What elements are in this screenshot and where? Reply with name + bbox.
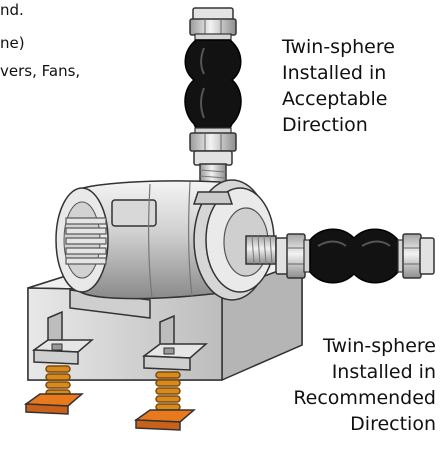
cropped-text-line-1: nd. [0,1,24,19]
acceptable-label-line-1: Twin-sphere [282,36,395,58]
left-mounting-bracket [31,310,95,365]
vertical-twin-sphere-connector [184,7,242,195]
vertical-rubber-sphere [184,39,242,129]
horizontal-twin-sphere-connector [275,228,435,284]
left-spring-isolator [23,365,85,415]
acceptable-label-line-3: Acceptable [282,88,388,110]
left-hex-nut [275,233,311,279]
pump-volute [192,179,277,301]
recommended-label-line-4: Direction [350,413,436,435]
recommended-label-line-1: Twin-sphere [323,335,436,357]
recommended-direction-label: Twin-sphere Installed in Recommended Dir… [293,333,436,437]
right-hex-nut [397,233,435,279]
bottom-hex-nut [189,127,237,166]
cropped-text-line-2: ne) [0,34,25,52]
horizontal-rubber-sphere [309,228,399,284]
acceptable-label-line-2: Installed in [282,62,387,84]
electric-motor [55,180,229,319]
recommended-label-line-2: Installed in [331,361,436,383]
right-spring-isolator [133,371,197,431]
top-hex-nut [189,7,237,41]
right-mounting-bracket [141,314,208,371]
acceptable-direction-label: Twin-sphere Installed in Acceptable Dire… [282,34,395,138]
acceptable-label-line-4: Direction [282,114,368,136]
recommended-label-line-3: Recommended [293,387,436,409]
cropped-text-line-3: vers, Fans, [0,62,81,80]
